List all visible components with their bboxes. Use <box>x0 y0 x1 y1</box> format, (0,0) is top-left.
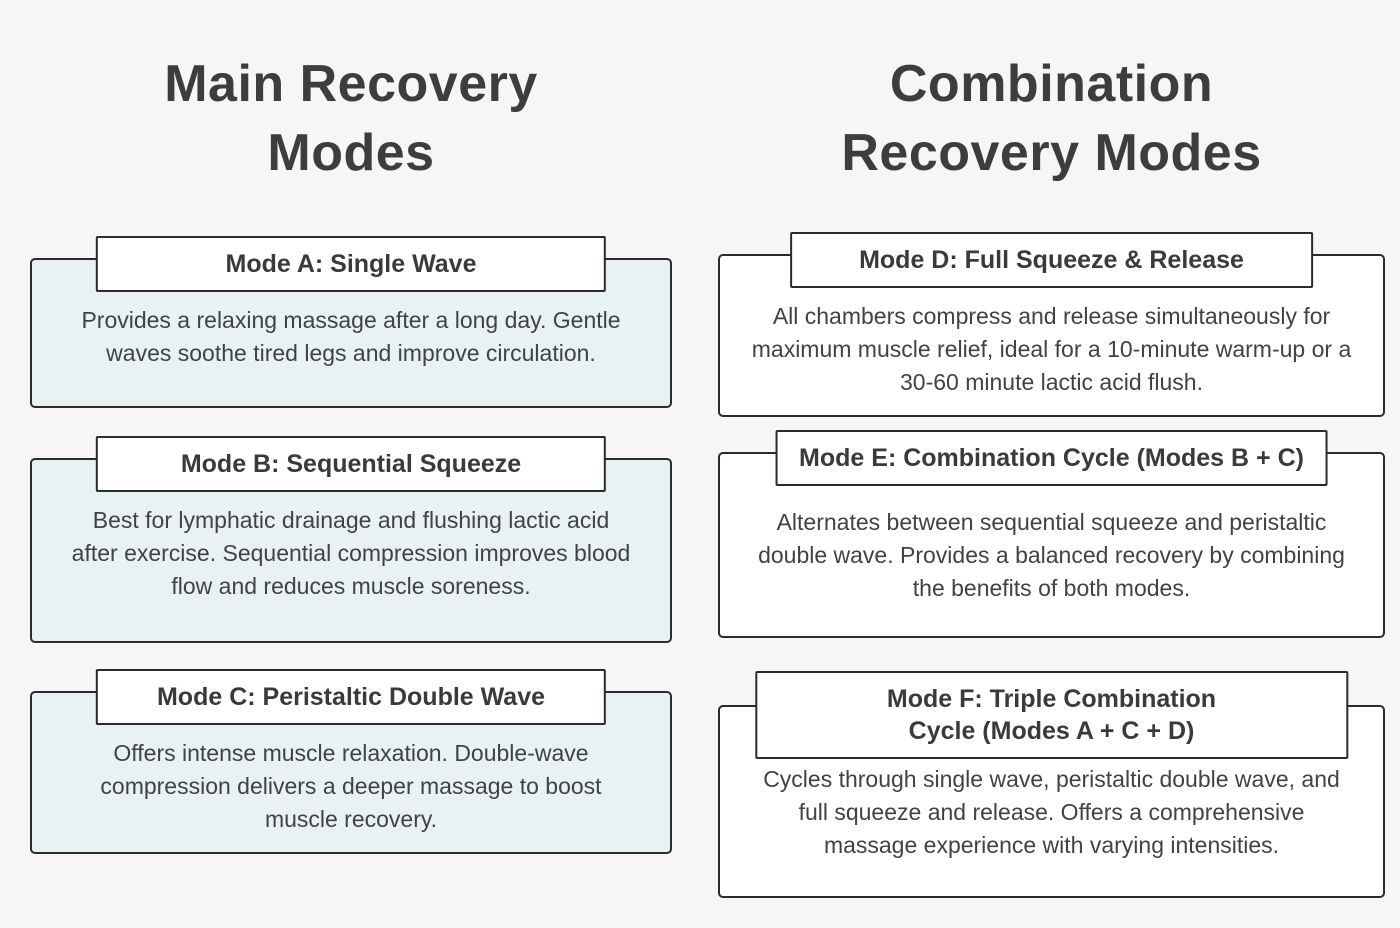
mode-b-card: Mode B: Sequential Squeeze Best for lymp… <box>30 436 672 643</box>
mode-f-title-line-2: Cycle (Modes A + C + D) <box>908 717 1195 745</box>
mode-a-title-box: Mode A: Single Wave <box>95 236 607 292</box>
mode-a-description: Provides a relaxing massage after a long… <box>81 307 621 366</box>
mode-b-description: Best for lymphatic drainage and flushing… <box>71 507 631 599</box>
combination-recovery-modes-heading: Combination Recovery Modes <box>841 55 1262 182</box>
mode-a-card: Mode A: Single Wave Provides a relaxing … <box>30 236 672 408</box>
mode-c-title: Mode C: Peristaltic Double Wave <box>156 683 546 711</box>
mode-d-title-box: Mode D: Full Squeeze & Release <box>789 232 1314 288</box>
mode-b-title-box: Mode B: Sequential Squeeze <box>95 436 607 492</box>
mode-c-card: Mode C: Peristaltic Double Wave Offers i… <box>30 669 672 854</box>
combination-recovery-modes-column: Combination Recovery Modes Mode D: Full … <box>718 0 1385 928</box>
mode-d-card: Mode D: Full Squeeze & Release All chamb… <box>718 232 1385 417</box>
mode-f-title-box: Mode F: Triple Combination Cycle (Modes … <box>754 671 1349 759</box>
mode-e-title: Mode E: Combination Cycle (Modes B + C) <box>799 444 1304 472</box>
main-recovery-modes-heading: Main Recovery Modes <box>164 55 538 182</box>
mode-e-description: Alternates between sequential squeeze an… <box>758 509 1345 601</box>
main-recovery-modes-column: Main Recovery Modes Mode A: Single Wave … <box>30 0 672 928</box>
mode-b-title: Mode B: Sequential Squeeze <box>180 450 522 478</box>
mode-f-description: Cycles through single wave, peristaltic … <box>763 766 1340 858</box>
mode-e-card: Mode E: Combination Cycle (Modes B + C) … <box>718 430 1385 638</box>
mode-d-title: Mode D: Full Squeeze & Release <box>859 246 1244 274</box>
mode-c-description: Offers intense muscle relaxation. Double… <box>100 740 602 832</box>
mode-f-title: Mode F: Triple Combination <box>886 685 1217 713</box>
mode-d-description: All chambers compress and release simult… <box>751 303 1352 395</box>
mode-e-title-box: Mode E: Combination Cycle (Modes B + C) <box>775 430 1328 486</box>
mode-f-card: Mode F: Triple Combination Cycle (Modes … <box>718 671 1385 898</box>
mode-a-title: Mode A: Single Wave <box>225 250 477 278</box>
mode-c-title-box: Mode C: Peristaltic Double Wave <box>95 669 607 725</box>
